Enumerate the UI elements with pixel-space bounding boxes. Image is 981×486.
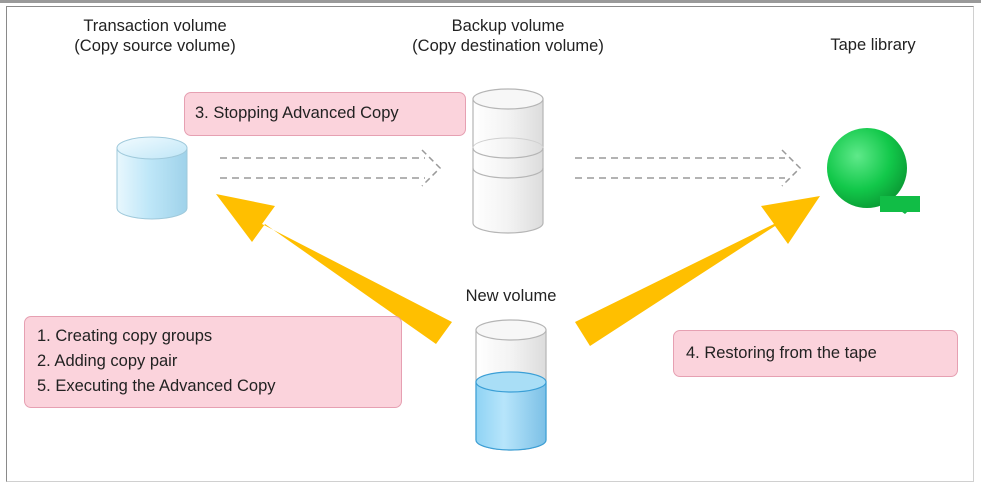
- callout-restoring-from-tape: 4. Restoring from the tape: [673, 330, 958, 377]
- top-border: [0, 0, 981, 3]
- transaction-volume-title: Transaction volume: [83, 17, 227, 35]
- backup-volume-disk-icon: [472, 88, 544, 234]
- callout-stopping-text: 3. Stopping Advanced Copy: [195, 104, 399, 122]
- dashed-arrow-backup-to-tape: [575, 149, 802, 187]
- orange-arrow-to-tape: [575, 196, 820, 346]
- tape-library-label: Tape library: [830, 36, 916, 54]
- callout-step-5: 5. Executing the Advanced Copy: [37, 377, 276, 395]
- tape-library-icon: [827, 128, 920, 214]
- callout-step-1: 1. Creating copy groups: [37, 327, 213, 345]
- callout-stopping-advanced-copy: 3. Stopping Advanced Copy: [184, 92, 466, 136]
- new-volume-disk-icon: [475, 319, 547, 451]
- transaction-volume-disk-icon: [116, 136, 188, 220]
- new-volume-label: New volume: [465, 287, 557, 305]
- backup-volume-label: Backup volume (Copy destination volume): [368, 16, 648, 56]
- transaction-volume-label: Transaction volume (Copy source volume): [30, 16, 280, 56]
- callout-restoring-text: 4. Restoring from the tape: [686, 344, 877, 362]
- backup-volume-title: Backup volume: [451, 17, 565, 35]
- backup-volume-subtitle: (Copy destination volume): [412, 37, 604, 55]
- callout-step-2: 2. Adding copy pair: [37, 352, 178, 370]
- orange-arrow-to-transaction: [216, 194, 452, 344]
- dashed-arrow-source-to-backup: [220, 149, 442, 187]
- transaction-volume-subtitle: (Copy source volume): [74, 37, 236, 55]
- callout-steps: 1. Creating copy groups 2. Adding copy p…: [24, 316, 402, 408]
